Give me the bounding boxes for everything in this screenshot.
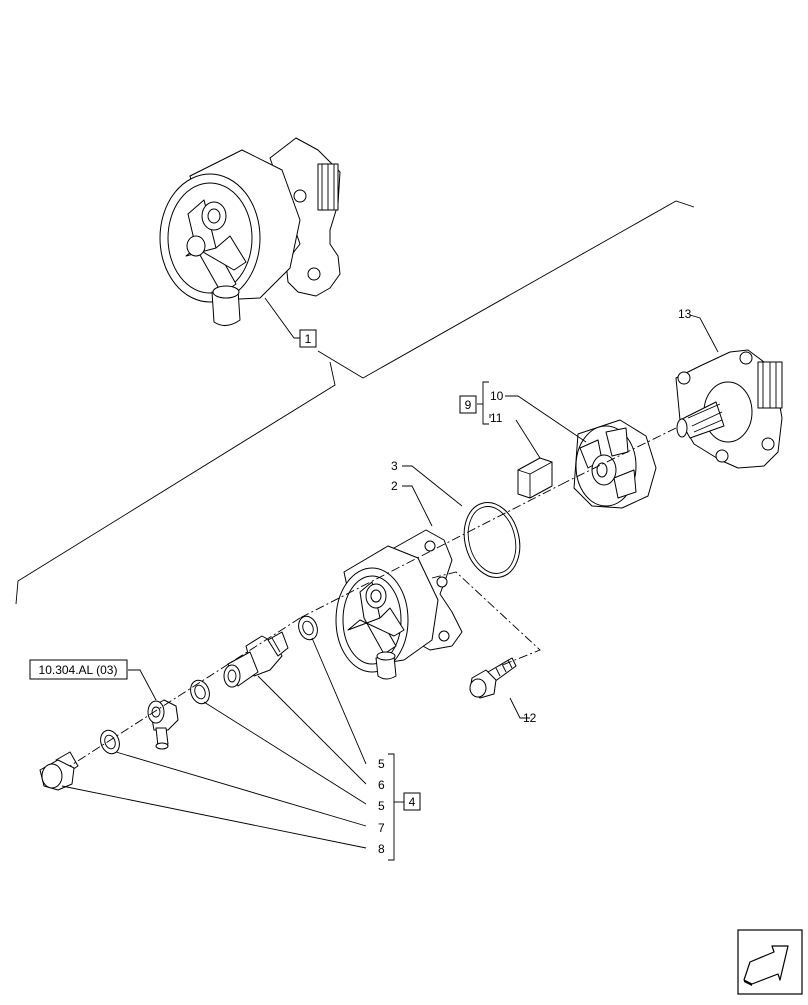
callout-2-text: 2: [391, 479, 398, 493]
banjo-bolt-illustration: [223, 631, 289, 688]
pump-housing-illustration: [335, 529, 463, 680]
callout-11-text: 11: [490, 411, 503, 425]
reference-box[interactable]: 10.304.AL (03): [29, 659, 128, 680]
leader-lines: [61, 297, 719, 849]
callout-12-text: 12: [523, 711, 537, 725]
assembled-pump-illustration: [159, 137, 341, 326]
navigation-arrow-icon[interactable]: [737, 929, 803, 995]
section-boundary-line: [15, 200, 695, 605]
washer-5-upper-illustration: [298, 615, 318, 641]
rotor-illustration: [573, 419, 657, 509]
callout-10-text: 10: [490, 389, 504, 403]
callout-8-text: 8: [378, 842, 385, 856]
callout-7-text: 7: [378, 821, 385, 835]
vane-block-illustration: [517, 457, 553, 499]
callout-13-text: 13: [678, 307, 692, 321]
washer-7-illustration: [100, 729, 120, 755]
callout-1-text: 1: [305, 332, 312, 346]
callout-box-4: 4: [403, 792, 421, 811]
callout-3-text: 3: [391, 459, 398, 473]
shaft-flange-illustration: [675, 349, 783, 469]
o-ring-illustration: [463, 502, 521, 578]
callout-box-1: 1: [299, 329, 317, 348]
plug-illustration: [39, 751, 79, 791]
callout-4-text: 4: [409, 795, 416, 809]
bracket-4: [388, 753, 404, 861]
bracket-9: [477, 381, 489, 425]
callout-box-9: 9: [459, 395, 477, 414]
callout-5a-text: 5: [378, 757, 385, 771]
bolt-illustration: [469, 657, 517, 699]
assembly-centerlines: [69, 427, 677, 767]
callout-9-text: 9: [465, 398, 472, 412]
reference-text[interactable]: 10.304.AL (03): [39, 663, 118, 677]
callout-6-text: 6: [378, 778, 385, 792]
callout-5b-text: 5: [378, 799, 385, 813]
washer-5-lower-illustration: [190, 679, 210, 705]
banjo-fitting-illustration: [147, 699, 179, 750]
